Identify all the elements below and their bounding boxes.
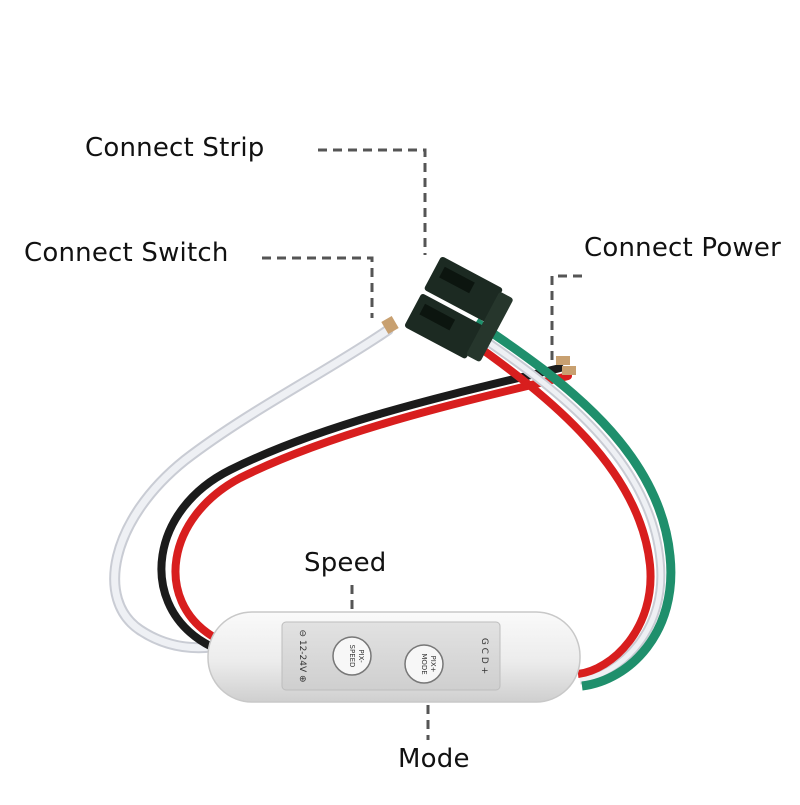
white-wire-tip	[381, 315, 399, 335]
red-wire	[171, 372, 572, 640]
leader-switch	[262, 256, 374, 318]
black-wire	[157, 364, 564, 656]
label-mode: Mode	[398, 744, 470, 774]
leader-power	[550, 274, 582, 362]
strip-red-wire	[463, 334, 655, 678]
speed-button-sub: PIX-	[357, 649, 365, 663]
controller-panel	[281, 621, 501, 691]
label-connect-switch: Connect Switch	[24, 238, 229, 268]
speed-button-text: SPEED	[348, 645, 356, 668]
mode-button	[404, 644, 444, 684]
port-text: G C D +	[479, 638, 489, 674]
voltage-text: ⊖ 12-24V ⊕	[297, 629, 307, 682]
controller: ⊖ 12-24V ⊕ SPEED PIX- MODE PIX+ G C D +	[207, 611, 581, 703]
connector	[404, 256, 513, 362]
speed-button	[332, 636, 372, 676]
mode-button-sub: PIX+	[429, 656, 437, 673]
mode-button-text: MODE	[420, 653, 428, 674]
label-connect-strip: Connect Strip	[85, 133, 265, 163]
strip-green-wire	[473, 318, 676, 691]
label-speed: Speed	[304, 548, 387, 578]
leader-strip	[318, 148, 427, 255]
label-connect-power: Connect Power	[584, 233, 781, 263]
